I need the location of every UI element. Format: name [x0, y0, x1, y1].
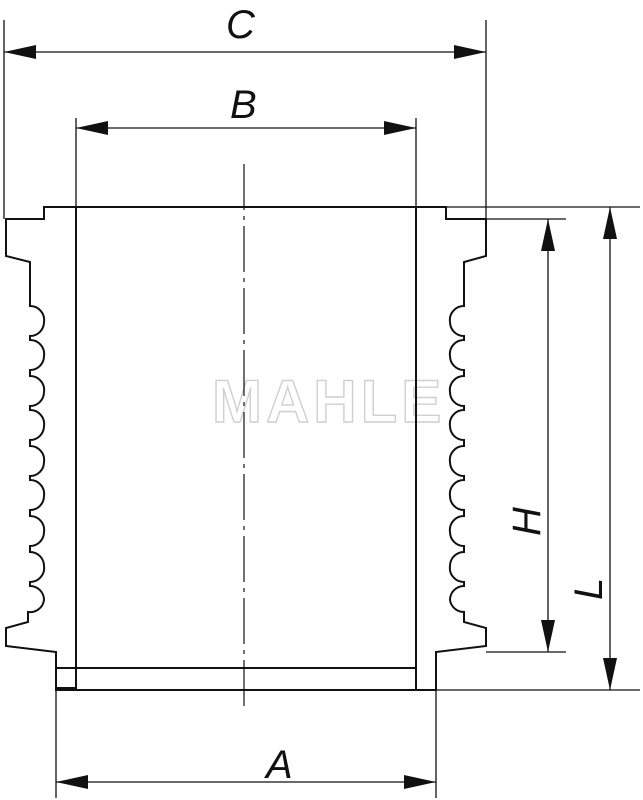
dimension-l-label: L: [567, 578, 611, 600]
dimension-h-label: H: [505, 507, 549, 536]
brand-watermark: MAHLE: [212, 368, 445, 435]
dimension-a: A: [55, 690, 437, 798]
right-wall-section: [415, 206, 487, 691]
dimension-c-label: C: [226, 3, 256, 47]
dimension-b-label: B: [230, 83, 257, 127]
dimension-l: L: [436, 206, 640, 691]
dimension-h: H: [446, 218, 566, 653]
dimension-a-label: A: [264, 743, 293, 787]
dimension-c: C: [3, 3, 487, 219]
dimension-b: B: [75, 83, 417, 207]
left-wall-section: [5, 206, 77, 691]
